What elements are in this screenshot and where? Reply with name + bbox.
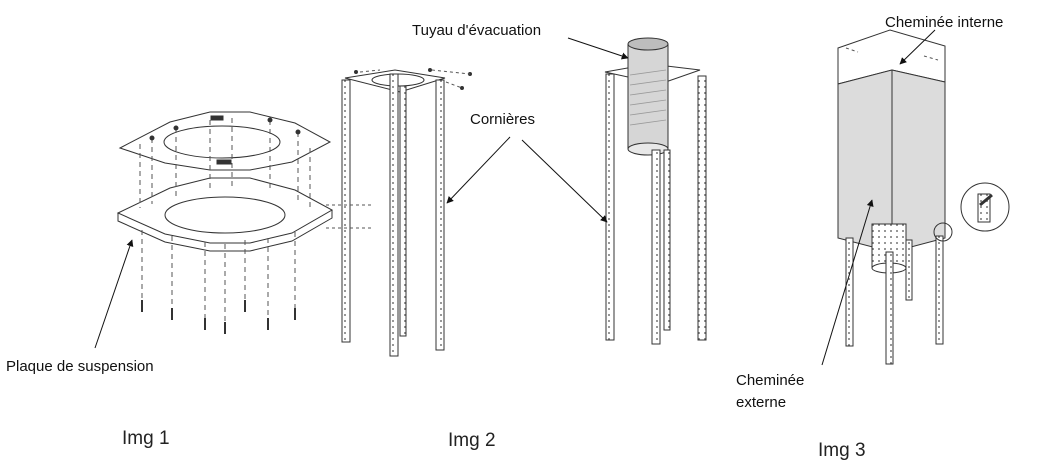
leg: [885, 251, 894, 365]
rail: [651, 149, 661, 345]
caption-img2: Img 2: [448, 430, 496, 451]
rail: [663, 149, 671, 331]
exhaust-pipe: [627, 43, 669, 150]
arrow-interne: [899, 29, 936, 65]
caption-img3: Img 3: [818, 440, 866, 461]
label-plaque-de-suspension: Plaque de suspension: [6, 358, 154, 375]
arrow-tuyau: [567, 37, 629, 60]
rail: [435, 79, 445, 351]
img1-suspension-plates: [116, 111, 334, 334]
detail-circle-small: [933, 222, 953, 242]
leg: [905, 239, 913, 301]
label-cornieres: Cornières: [470, 111, 536, 128]
rail: [389, 73, 399, 357]
label-tuyau-evacuation: Tuyau d'évacuation: [412, 22, 542, 39]
arrow-plaque: [94, 239, 134, 349]
img3-outer-chimney: [837, 29, 1010, 365]
callout-arrows: [94, 29, 936, 366]
arrow-externe: [821, 199, 874, 366]
arrow-cornieres-right: [521, 139, 608, 223]
lower-plate-hole: [164, 196, 286, 234]
rail: [399, 85, 407, 337]
leg: [935, 235, 944, 345]
rail: [697, 75, 707, 341]
img2-pipe-assembly: [604, 37, 707, 345]
upper-plate-hole: [163, 125, 281, 159]
label-cheminee-interne: Cheminée interne: [885, 14, 1004, 31]
img2-angle-brackets: [326, 68, 472, 357]
rail: [605, 73, 615, 341]
arrow-cornieres-left: [446, 136, 511, 204]
label-cheminee-externe: Cheminée externe: [736, 372, 805, 411]
rail: [341, 79, 351, 343]
caption-img1: Img 1: [122, 428, 170, 449]
leg: [845, 237, 854, 347]
